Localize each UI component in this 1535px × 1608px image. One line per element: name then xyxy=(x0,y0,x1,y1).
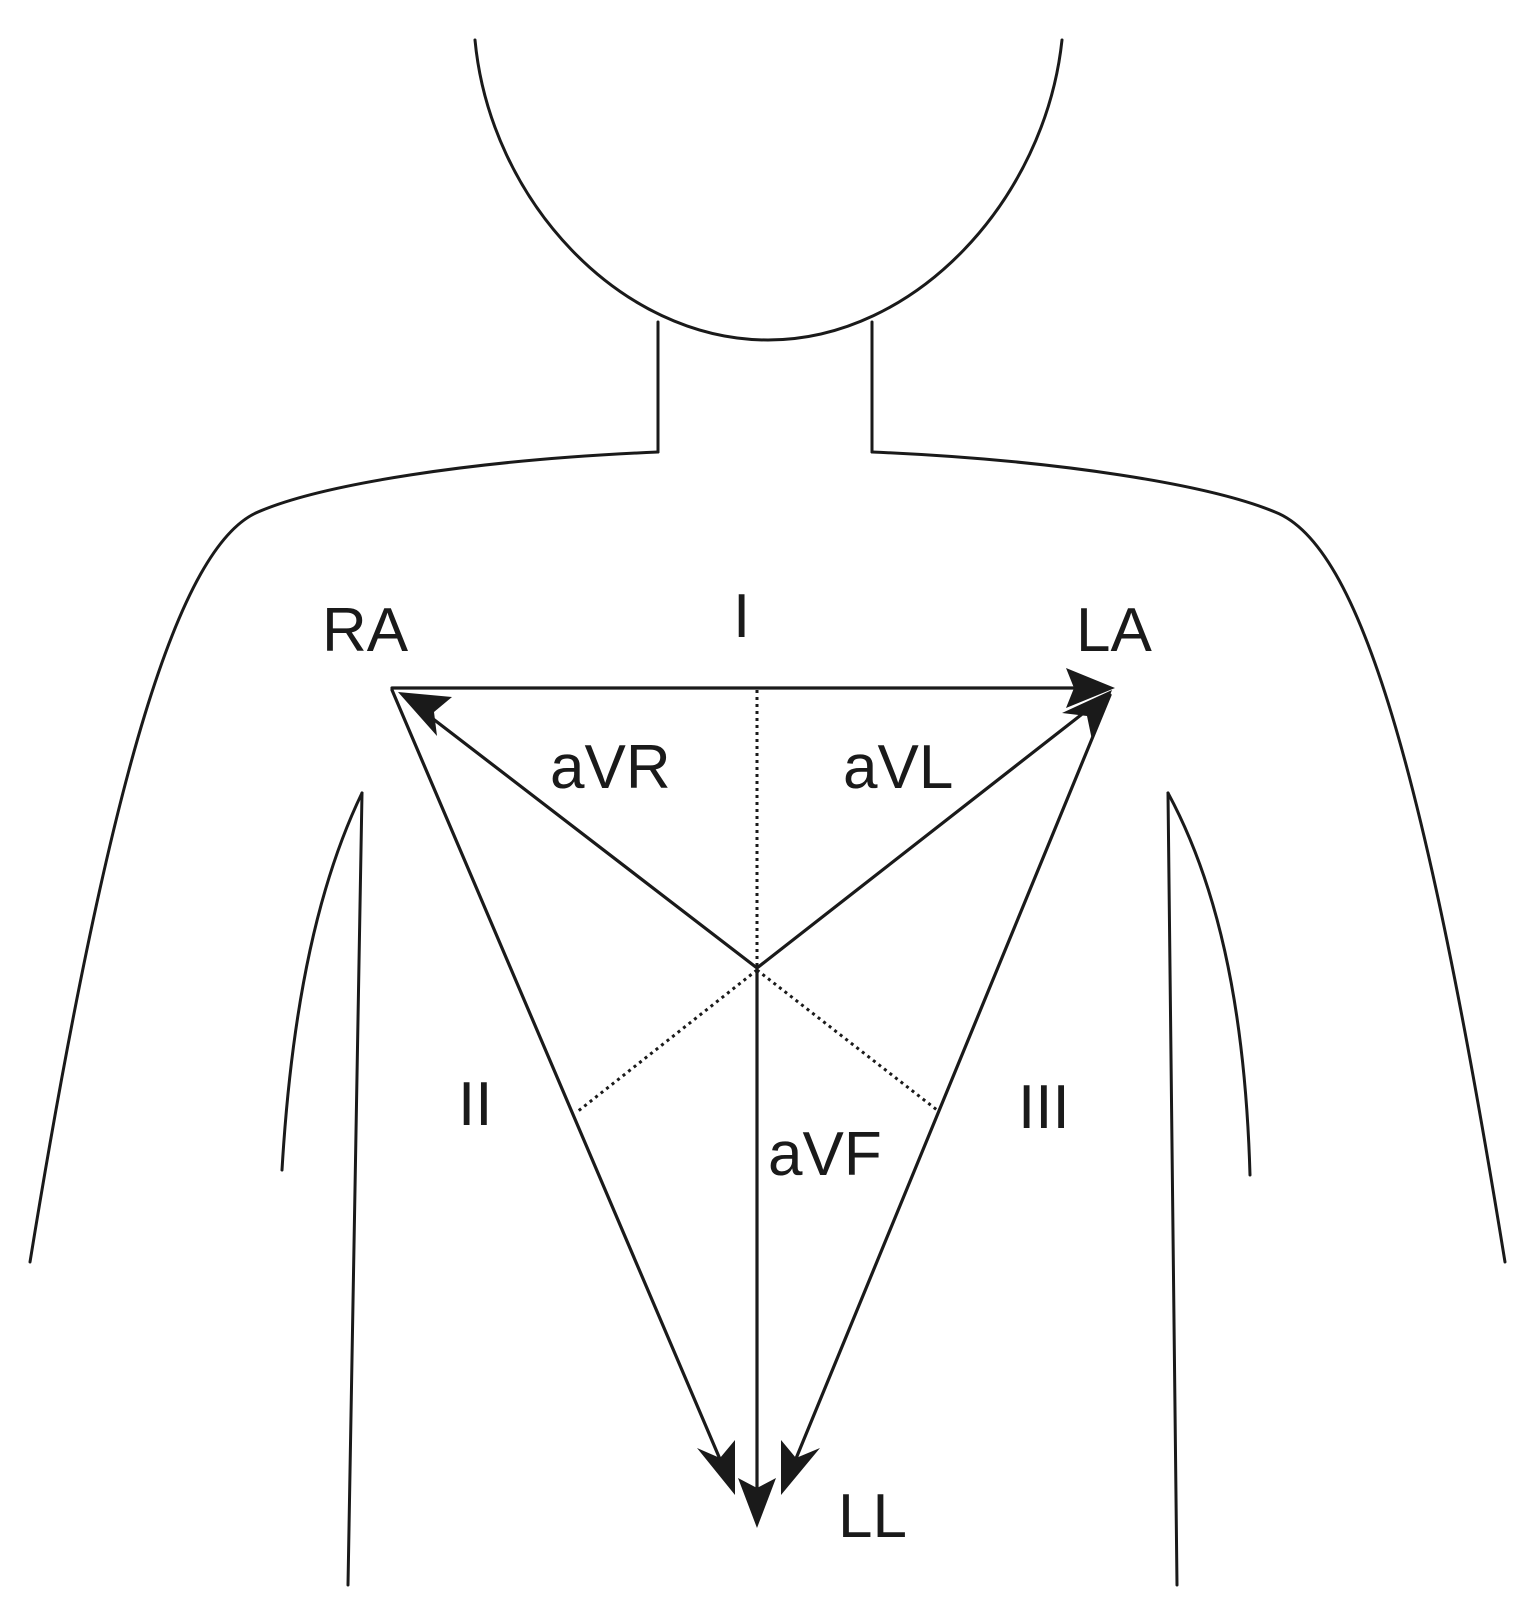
lead-2-perpendicular xyxy=(576,968,758,1114)
avr-vector xyxy=(413,703,759,970)
right-shoulder-outline xyxy=(870,450,1507,1264)
avr-label: aVR xyxy=(550,733,671,802)
head-outline xyxy=(473,38,1064,342)
left-shoulder-outline xyxy=(28,450,660,1264)
body-outline xyxy=(28,38,1507,1587)
avr-arrowhead xyxy=(398,692,452,736)
ll-electrode-label: LL xyxy=(838,1482,907,1551)
lead-3-label: III xyxy=(1018,1073,1070,1142)
lead-1-label: I xyxy=(733,582,750,651)
avl-arrowhead xyxy=(1062,690,1112,740)
avf-arrowhead xyxy=(738,1478,776,1528)
avl-vector xyxy=(755,702,1097,970)
lead-2-vector xyxy=(390,688,730,1480)
left-torso-outline xyxy=(346,791,364,1587)
lead-3-arrowhead xyxy=(781,1440,820,1495)
right-inner-arm-outline xyxy=(1166,791,1252,1177)
ra-electrode-label: RA xyxy=(322,596,409,665)
lead-2-label: II xyxy=(458,1070,492,1139)
avf-label: aVF xyxy=(768,1120,882,1189)
perpendicular-guides xyxy=(576,690,938,1114)
right-torso-outline xyxy=(1166,791,1179,1587)
left-inner-arm-outline xyxy=(280,791,364,1172)
lead-1-arrowhead xyxy=(1066,668,1115,708)
lead-3-perpendicular xyxy=(756,968,938,1112)
diagram-labels: RA LA LL I II III aVR aVL aVF xyxy=(322,582,1152,1551)
lead-3-vector xyxy=(786,693,1112,1480)
lead-vectors xyxy=(390,668,1115,1528)
avl-label: aVL xyxy=(843,733,953,802)
la-electrode-label: LA xyxy=(1076,596,1152,665)
lead-2-arrowhead xyxy=(697,1440,735,1495)
